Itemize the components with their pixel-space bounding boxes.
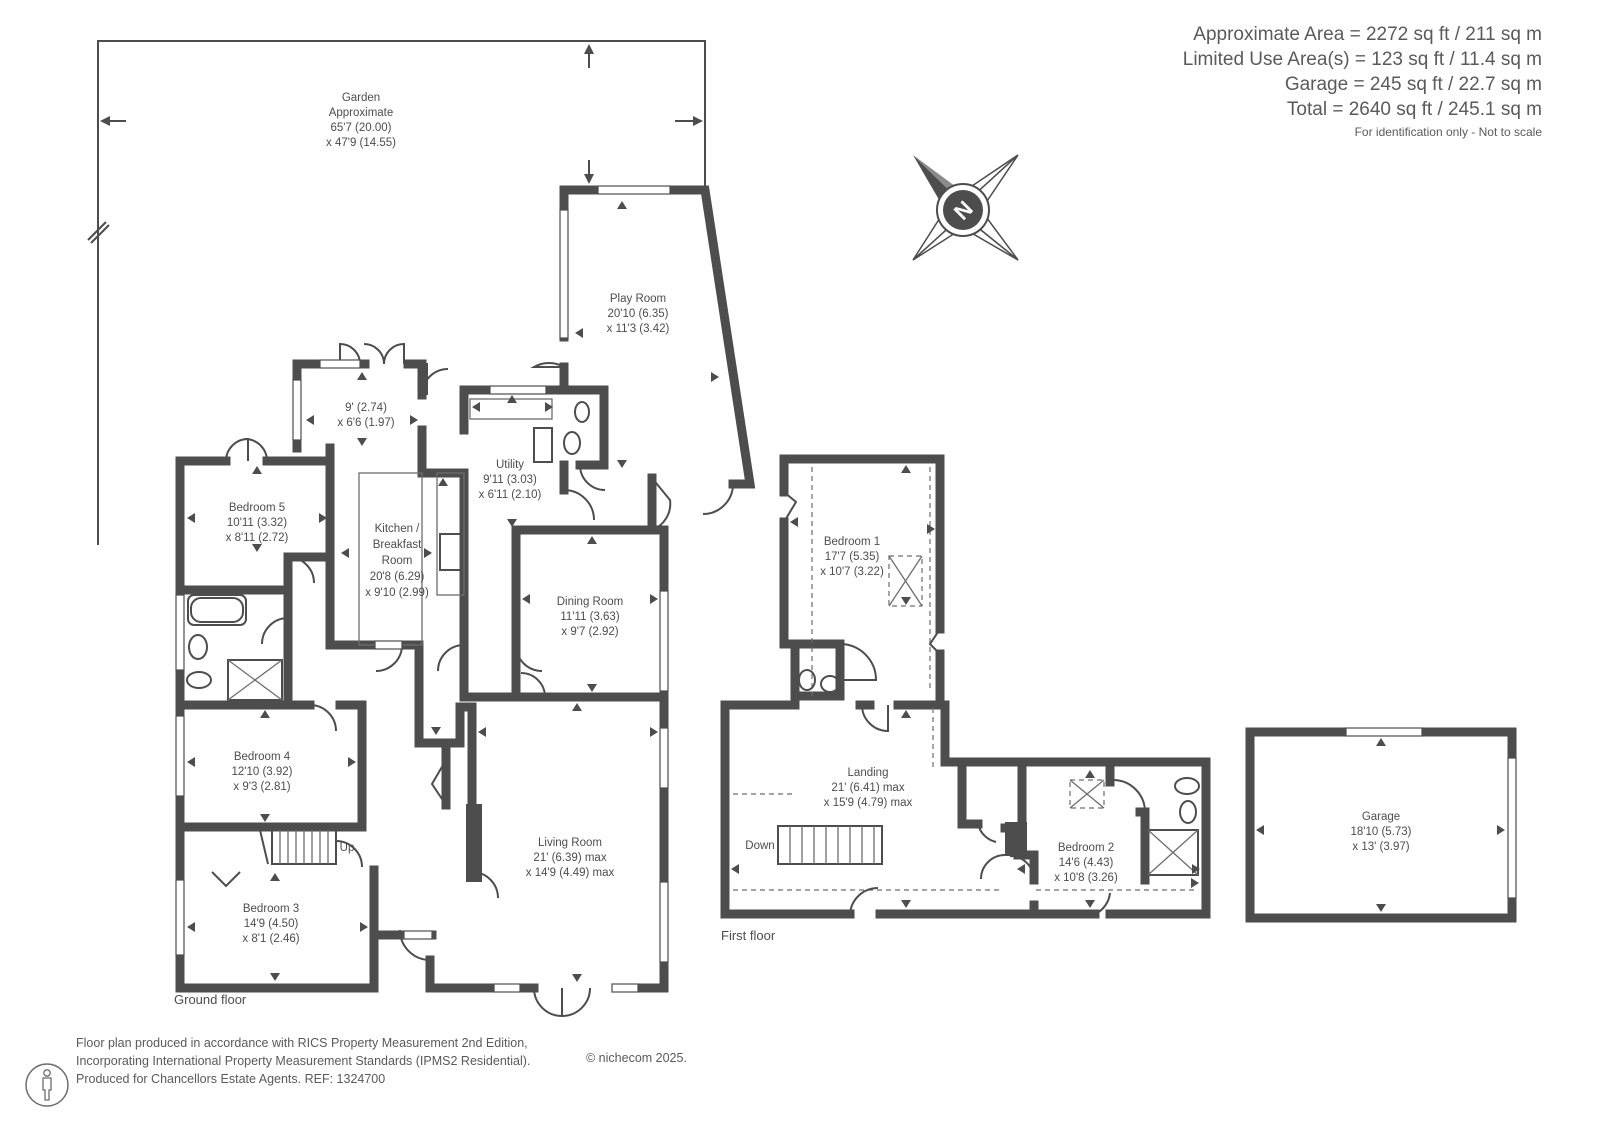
room-living: Living Room 21' (6.39) max x 14'9 (4.49)… [526,837,615,879]
copyright: © nichecom 2025. [586,1051,687,1065]
garden-outline [87,40,706,545]
bedroom-1-dim-2: x 10'7 (3.22) [820,566,884,578]
kitchen-dim-2: x 9'10 (2.99) [365,587,429,599]
room-bedroom-3: Bedroom 3 14'9 (4.50) x 8'1 (2.46) [242,903,299,945]
bedroom-4-dim-2: x 9'3 (2.81) [233,781,290,793]
bedroom-5-dim-2: x 8'11 (2.72) [226,532,289,544]
bedroom-3-dim-1: 14'9 (4.50) [244,918,299,930]
garden-dim-2: x 47'9 (14.55) [326,137,396,149]
bedroom-1-dim-1: 17'7 (5.35) [825,551,880,563]
bedroom-5-label: Bedroom 5 [229,502,285,514]
approximate-area: Approximate Area = 2272 sq ft / 211 sq m [1193,24,1542,45]
footer-line-2: Incorporating International Property Mea… [76,1054,531,1068]
dimension-arrows [187,201,1505,982]
bedroom-2-label: Bedroom 2 [1058,842,1114,854]
ground-floor-fixtures [186,398,590,701]
utility-dim-2: x 6'11 (2.10) [479,489,542,501]
first-floor-walls [720,454,1211,919]
limited-use-area: Limited Use Area(s) = 123 sq ft / 11.4 s… [1182,49,1542,70]
garage-dim-2: x 13' (3.97) [1352,841,1409,853]
room-garden: Garden Approximate 65'7 (20.00) x 47'9 (… [326,92,396,149]
garage-walls [1245,727,1517,923]
footer-line-3: Produced for Chancellors Estate Agents. … [76,1072,386,1086]
stairs-down-label: Down [745,840,774,852]
bedroom-1-label: Bedroom 1 [824,536,880,548]
utility-dim-1: 9'11 (3.03) [483,474,537,486]
utility-label: Utility [496,459,524,471]
dining-dim-1: 11'11 (3.63) [560,611,619,623]
ground-stairs [259,829,337,865]
room-dining: Dining Room 11'11 (3.63) x 9'7 (2.92) [557,596,623,638]
landing-dim-2: x 15'9 (4.79) max [824,797,913,809]
garden-dim-1: 65'7 (20.00) [330,122,391,134]
room-bedroom-5: Bedroom 5 10'11 (3.32) x 8'11 (2.72) [226,502,289,544]
ground-windows [175,185,671,993]
conservatory-dim-1: 9' (2.74) [345,402,387,414]
garage-dim-1: 18'10 (5.73) [1350,826,1411,838]
dining-label: Dining Room [557,596,623,608]
room-bedroom-2: Bedroom 2 14'6 (4.43) x 10'8 (3.26) [1054,842,1118,884]
stairs-up-label: Up [340,842,355,854]
play-room-dim-2: x 11'3 (3.42) [607,323,670,335]
bedroom-3-dim-2: x 8'1 (2.46) [242,933,299,945]
room-utility: Utility 9'11 (3.03) x 6'11 (2.10) [479,459,542,501]
bedroom-2-dim-1: 14'6 (4.43) [1059,857,1114,869]
kitchen-label-2: Breakfast [373,539,422,551]
landing-label: Landing [848,767,889,779]
first-stairs [777,825,883,865]
room-garage: Garage 18'10 (5.73) x 13' (3.97) [1350,811,1411,853]
first-floor-fixtures [733,467,1200,915]
bedroom-4-label: Bedroom 4 [234,751,291,763]
room-kitchen: Kitchen / Breakfast Room 20'8 (6.29) x 9… [365,523,429,599]
landing-dim-1: 21' (6.41) max [831,782,904,794]
scale-note: For identification only - Not to scale [1354,125,1542,139]
play-room-label: Play Room [610,293,666,305]
room-bedroom-4: Bedroom 4 12'10 (3.92) x 9'3 (2.81) [231,751,292,793]
garage-area: Garage = 245 sq ft / 22.7 sq m [1284,74,1542,95]
person-icon [25,1063,69,1107]
kitchen-label-3: Room [382,555,413,567]
bedroom-2-dim-2: x 10'8 (3.26) [1054,872,1118,884]
kitchen-dim-1: 20'8 (6.29) [370,571,425,583]
garage-label: Garage [1362,811,1400,823]
bedroom-5-dim-1: 10'11 (3.32) [227,517,287,529]
area-summary: Approximate Area = 2272 sq ft / 211 sq m… [1183,22,1542,142]
living-dim-2: x 14'9 (4.49) max [526,867,615,879]
north-compass-icon: N [912,154,1019,261]
ground-floor-label: Ground floor [174,992,247,1007]
bedroom-4-dim-1: 12'10 (3.92) [231,766,292,778]
bedroom-3-label: Bedroom 3 [243,903,299,915]
kitchen-label-1: Kitchen / [375,523,421,535]
first-floor-label: First floor [721,928,776,943]
living-label: Living Room [538,837,602,849]
conservatory-dim-2: x 6'6 (1.97) [337,417,394,429]
room-conservatory: 9' (2.74) x 6'6 (1.97) [337,402,394,429]
living-dim-1: 21' (6.39) max [533,852,606,864]
room-play-room: Play Room 20'10 (6.35) x 11'3 (3.42) [607,293,670,335]
room-bedroom-1: Bedroom 1 17'7 (5.35) x 10'7 (3.22) [820,536,884,578]
room-landing: Landing 21' (6.41) max x 15'9 (4.79) max [824,767,913,809]
footer-text: Floor plan produced in accordance with R… [76,1034,530,1088]
total-area: Total = 2640 sq ft / 245.1 sq m [1286,99,1542,120]
dining-dim-2: x 9'7 (2.92) [561,626,618,638]
footer-line-1: Floor plan produced in accordance with R… [76,1036,528,1050]
ground-floor-doors [211,342,734,1018]
garden-approx: Approximate [329,107,394,119]
garden-label: Garden [342,92,380,104]
play-room-dim-1: 20'10 (6.35) [607,308,668,320]
